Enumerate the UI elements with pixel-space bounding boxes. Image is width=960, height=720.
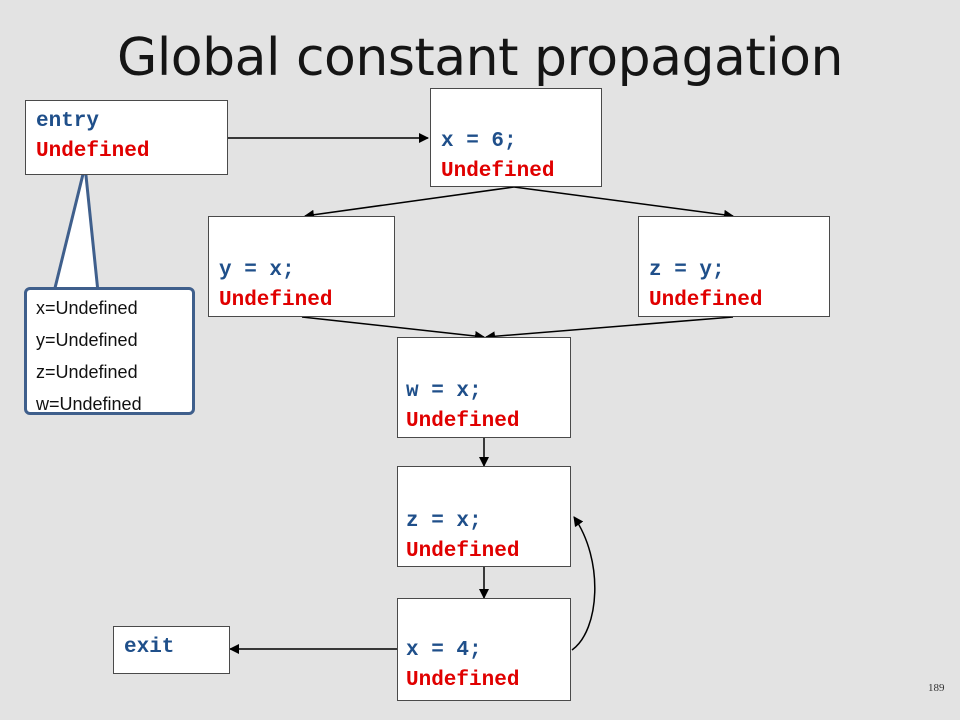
node-y-equals-x: y = x; Undefined [208, 216, 395, 317]
node-z-equals-y-code: z = y; [649, 259, 725, 282]
node-w-equals-x: w = x; Undefined [397, 337, 571, 438]
edge-x6-to-yx [304, 186, 515, 220]
node-z-equals-x-state: Undefined [406, 540, 520, 563]
slide-title: Global constant propagation [117, 28, 843, 88]
edge-x4-loop-to-zx [571, 516, 596, 651]
edge-zy-to-wx [485, 316, 734, 342]
node-x-equals-4: x = 4; Undefined [397, 598, 571, 701]
callout-line-z: z=Undefined [36, 362, 138, 382]
node-x-equals-6-code: x = 6; [441, 130, 517, 153]
page-number: 189 [928, 682, 945, 694]
node-x-equals-4-state: Undefined [406, 669, 520, 692]
node-w-equals-x-code: w = x; [406, 380, 482, 403]
node-x-equals-6: x = 6; Undefined [430, 88, 602, 187]
edge-yx-to-wx [301, 316, 485, 341]
node-z-equals-x: z = x; Undefined [397, 466, 571, 567]
callout-line-y: y=Undefined [36, 330, 138, 350]
variable-state-callout: x=Undefined y=Undefined z=Undefined w=Un… [24, 287, 195, 415]
node-x-equals-6-state: Undefined [441, 160, 555, 183]
node-y-equals-x-code: y = x; [219, 259, 295, 282]
node-y-equals-x-state: Undefined [219, 289, 333, 312]
node-z-equals-y-state: Undefined [649, 289, 763, 312]
node-exit-code: exit [124, 636, 175, 659]
edge-x6-to-zy [513, 186, 734, 220]
node-z-equals-x-code: z = x; [406, 510, 482, 533]
callout-pointer [52, 164, 100, 294]
node-entry-state: Undefined [36, 140, 150, 163]
node-exit: exit [113, 626, 230, 674]
node-w-equals-x-state: Undefined [406, 410, 520, 433]
node-z-equals-y: z = y; Undefined [638, 216, 830, 317]
node-entry: entry Undefined [25, 100, 228, 175]
node-x-equals-4-code: x = 4; [406, 639, 482, 662]
callout-line-w: w=Undefined [36, 394, 142, 414]
callout-line-x: x=Undefined [36, 298, 138, 318]
node-entry-code: entry [36, 110, 100, 133]
